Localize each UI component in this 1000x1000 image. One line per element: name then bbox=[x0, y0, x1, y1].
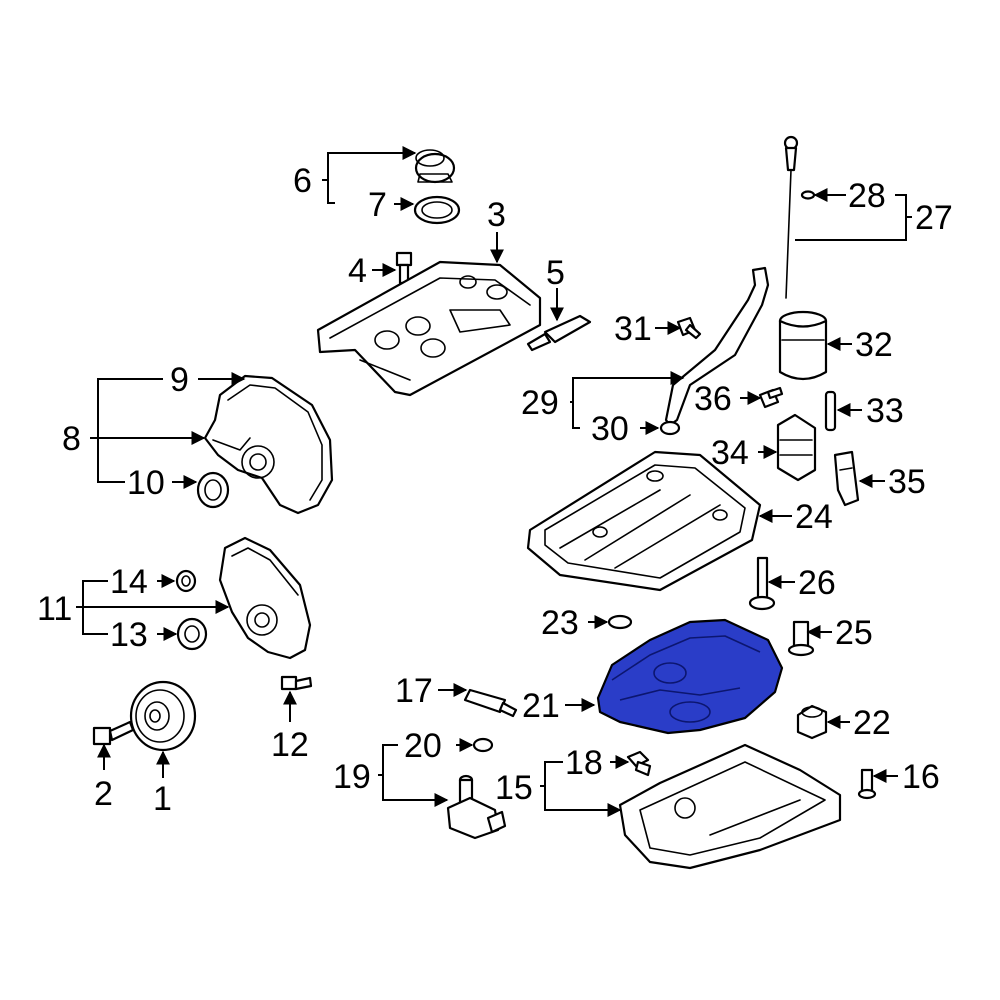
callout-30: 30 bbox=[591, 410, 629, 448]
callout-8: 8 bbox=[62, 420, 81, 458]
timing-cover-bolt[interactable] bbox=[280, 675, 313, 691]
callout-34: 34 bbox=[711, 434, 749, 472]
callout-28: 28 bbox=[848, 177, 886, 215]
tube-bolt[interactable] bbox=[676, 316, 702, 340]
oil-pressure-sensor[interactable] bbox=[824, 390, 837, 432]
sensor-o-ring[interactable] bbox=[472, 737, 494, 753]
callout-36: 36 bbox=[694, 380, 732, 418]
callout-33: 33 bbox=[866, 392, 904, 430]
oil-pan-baffle[interactable] bbox=[596, 618, 784, 735]
cover-nut[interactable] bbox=[175, 569, 197, 593]
lower-timing-cover[interactable] bbox=[218, 536, 312, 660]
callout-21: 21 bbox=[522, 687, 560, 725]
callout-17: 17 bbox=[395, 672, 433, 710]
crank-seal-lower[interactable] bbox=[176, 617, 208, 651]
callout-4: 4 bbox=[348, 252, 367, 290]
callout-22: 22 bbox=[853, 704, 891, 742]
lower-oil-pan[interactable] bbox=[618, 743, 842, 870]
callout-19: 19 bbox=[333, 758, 371, 796]
cooler-gasket[interactable] bbox=[833, 450, 860, 507]
crankshaft-pulley[interactable] bbox=[129, 680, 197, 752]
pan-o-ring[interactable] bbox=[607, 614, 633, 630]
upper-oil-pan[interactable] bbox=[526, 450, 762, 592]
callout-25: 25 bbox=[835, 614, 873, 652]
lower-pan-bolt[interactable] bbox=[857, 768, 877, 800]
pulley-bolt[interactable] bbox=[92, 720, 135, 746]
sealant-tube[interactable] bbox=[526, 314, 592, 352]
callout-26: 26 bbox=[798, 564, 836, 602]
cap-seal[interactable] bbox=[413, 195, 461, 225]
upper-timing-cover[interactable] bbox=[203, 374, 334, 515]
callout-35: 35 bbox=[888, 463, 926, 501]
tube-o-ring[interactable] bbox=[659, 420, 681, 436]
callout-15: 15 bbox=[495, 769, 533, 807]
callout-3: 3 bbox=[487, 196, 506, 234]
callout-1: 1 bbox=[153, 780, 172, 818]
pan-stud[interactable] bbox=[748, 556, 776, 611]
oil-level-sensor[interactable] bbox=[446, 774, 507, 840]
valve-cover[interactable] bbox=[316, 260, 542, 397]
pan-bolt[interactable] bbox=[787, 620, 815, 657]
crank-seal-upper[interactable] bbox=[196, 471, 230, 509]
callout-24: 24 bbox=[795, 498, 833, 536]
pan-sealant-tube[interactable] bbox=[463, 688, 518, 718]
callout-23: 23 bbox=[541, 604, 579, 642]
housing-bolt[interactable] bbox=[758, 386, 784, 409]
dipstick[interactable] bbox=[783, 135, 799, 299]
callout-5: 5 bbox=[546, 254, 565, 292]
callout-32: 32 bbox=[855, 326, 893, 364]
callout-29: 29 bbox=[521, 384, 559, 422]
callout-9: 9 bbox=[170, 361, 189, 399]
callout-16: 16 bbox=[902, 758, 940, 796]
callout-2: 2 bbox=[94, 775, 113, 813]
callout-7: 7 bbox=[368, 186, 387, 224]
callout-27: 27 bbox=[915, 199, 953, 237]
callout-6: 6 bbox=[293, 162, 312, 200]
callout-18: 18 bbox=[565, 744, 603, 782]
callout-12: 12 bbox=[271, 726, 309, 764]
callout-20: 20 bbox=[404, 727, 442, 765]
oil-filter[interactable] bbox=[778, 310, 828, 381]
oil-filler-cap[interactable] bbox=[414, 149, 456, 184]
callout-11: 11 bbox=[37, 590, 72, 628]
oil-cooler[interactable] bbox=[776, 413, 817, 482]
pan-drain-module[interactable] bbox=[796, 704, 828, 740]
callout-31: 31 bbox=[614, 310, 652, 348]
callout-14: 14 bbox=[110, 563, 148, 601]
drain-plug[interactable] bbox=[626, 750, 652, 777]
callout-10: 10 bbox=[127, 464, 165, 502]
callout-13: 13 bbox=[110, 616, 148, 654]
dipstick-o-ring[interactable] bbox=[800, 190, 816, 200]
